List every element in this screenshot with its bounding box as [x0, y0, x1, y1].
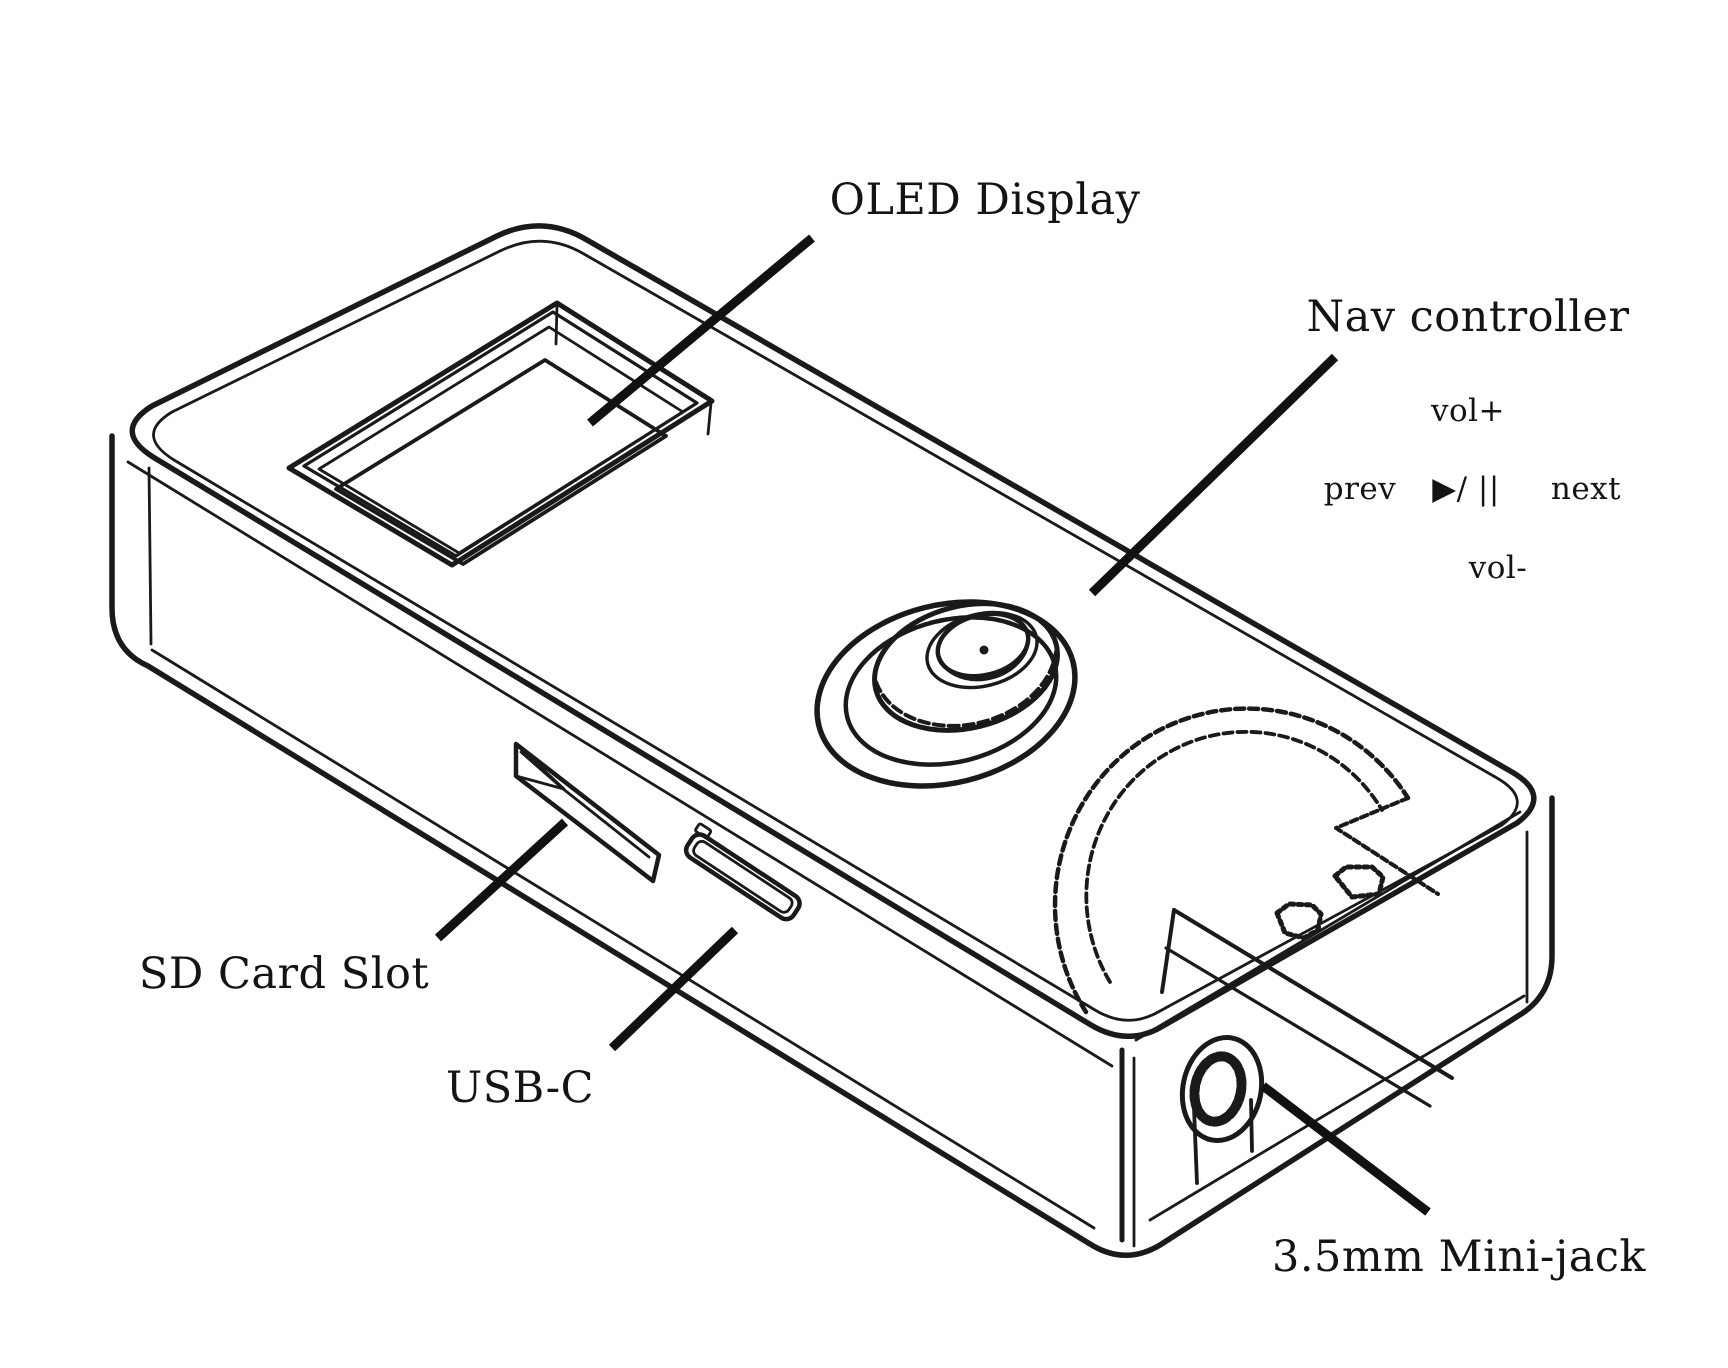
wheel-top [872, 601, 1060, 733]
label-sd-card-slot: SD Card Slot [138, 949, 430, 999]
front-left-chamfer [126, 460, 1114, 1068]
grille-inner-arc [1084, 729, 1384, 984]
leader-nav [1088, 353, 1339, 597]
device-body [109, 223, 1555, 1258]
button-side-wall [936, 638, 1030, 682]
leader-oled [587, 234, 815, 427]
jack-boss-line-1 [1192, 1106, 1199, 1185]
mini-jack [1179, 1034, 1265, 1185]
bottom-right-inner-edge [1148, 994, 1526, 1222]
sd-slot-left-notch [514, 742, 566, 791]
grille-wedge-notch [1334, 796, 1440, 896]
jack-outer-ring [1179, 1034, 1265, 1144]
front-right-chamfer [1134, 810, 1522, 1042]
button-center-dot [979, 645, 989, 655]
leader-lines [434, 234, 1431, 1216]
top-face-outline [129, 223, 1537, 1039]
usb-outer [683, 832, 802, 922]
jack-inner-ring [1189, 1051, 1247, 1127]
body-silhouette [109, 433, 1555, 1258]
speaker-grille [1052, 706, 1454, 1108]
top-face-chamfer [152, 239, 1519, 1022]
usb-end-nub [694, 822, 713, 840]
usb-c-port [683, 822, 802, 922]
screw-boss-2 [1274, 901, 1324, 941]
nav-vol-down-label: vol- [1468, 550, 1528, 586]
usb-inner [692, 839, 794, 914]
cover-plate-edge [1172, 908, 1454, 1080]
leader-sd [434, 818, 569, 942]
left-corner-inner-line [147, 466, 153, 646]
bottom-left-inner-edge [150, 648, 1096, 1230]
nav-next-label: next [1550, 471, 1622, 507]
jack-boss-line-2 [1249, 1098, 1254, 1153]
wheel-side-wall [874, 650, 1058, 728]
display-corner-drop-1 [554, 303, 559, 346]
nav-wheel [814, 599, 1078, 789]
sd-card-slot [513, 741, 662, 884]
nav-vol-up-label: vol+ [1430, 393, 1506, 429]
label-nav-controller: Nav controller [1306, 292, 1630, 342]
leader-jack [1260, 1082, 1431, 1216]
sd-slot-outline [513, 741, 662, 884]
play-pause-icon: ▶/ || [1432, 471, 1500, 507]
label-oled-display: OLED Display [829, 175, 1141, 225]
screw-boss-1 [1332, 864, 1386, 900]
display-step-1 [302, 310, 699, 558]
cover-plate-edge-2 [1164, 946, 1432, 1108]
display-corner-drop-2 [706, 401, 713, 436]
display-floor [334, 358, 668, 566]
nav-prev-label: prev [1323, 471, 1397, 507]
label-usb-c: USB-C [445, 1063, 595, 1113]
label-mini-jack: 3.5mm Mini-jack [1272, 1232, 1646, 1282]
wheel-recess-outer [814, 599, 1078, 789]
grille-outer-arc [1052, 706, 1411, 1015]
leader-usb [608, 926, 739, 1052]
oled-display-cutout [286, 300, 715, 568]
